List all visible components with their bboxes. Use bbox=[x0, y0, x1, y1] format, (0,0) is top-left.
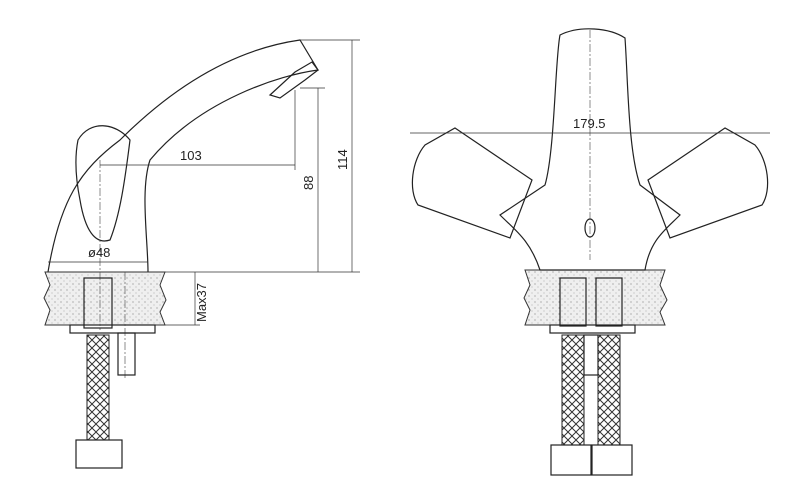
faucet-body bbox=[499, 28, 681, 271]
spout-tip bbox=[268, 61, 319, 99]
handle bbox=[75, 125, 131, 242]
dim-max-counter-thickness: Max37 bbox=[194, 283, 209, 322]
mounting-plate bbox=[549, 324, 636, 334]
dim-base-diameter: ø48 bbox=[88, 245, 110, 260]
right-handle bbox=[647, 127, 769, 239]
side-view: 103 ø48 88 114 Max37 bbox=[43, 39, 360, 469]
left-handle bbox=[411, 127, 533, 239]
connector bbox=[83, 277, 113, 329]
dim-handle-span: 179.5 bbox=[573, 116, 606, 131]
faucet-body bbox=[47, 39, 319, 273]
stud bbox=[583, 334, 599, 376]
connector-left bbox=[559, 277, 587, 327]
hose-nut bbox=[75, 439, 123, 469]
dim-total-height: 114 bbox=[335, 149, 350, 170]
countertop-section bbox=[43, 271, 167, 326]
hose-right bbox=[597, 334, 621, 446]
hose-nut-left bbox=[550, 444, 592, 476]
hose bbox=[86, 334, 110, 441]
connector-right bbox=[595, 277, 623, 327]
hose-left bbox=[561, 334, 585, 446]
dim-spout-reach: 103 bbox=[180, 148, 202, 163]
dim-spout-height: 88 bbox=[301, 176, 316, 190]
front-view: 179.5 bbox=[410, 28, 770, 476]
stud bbox=[117, 332, 136, 376]
hose-nut-right bbox=[591, 444, 633, 476]
